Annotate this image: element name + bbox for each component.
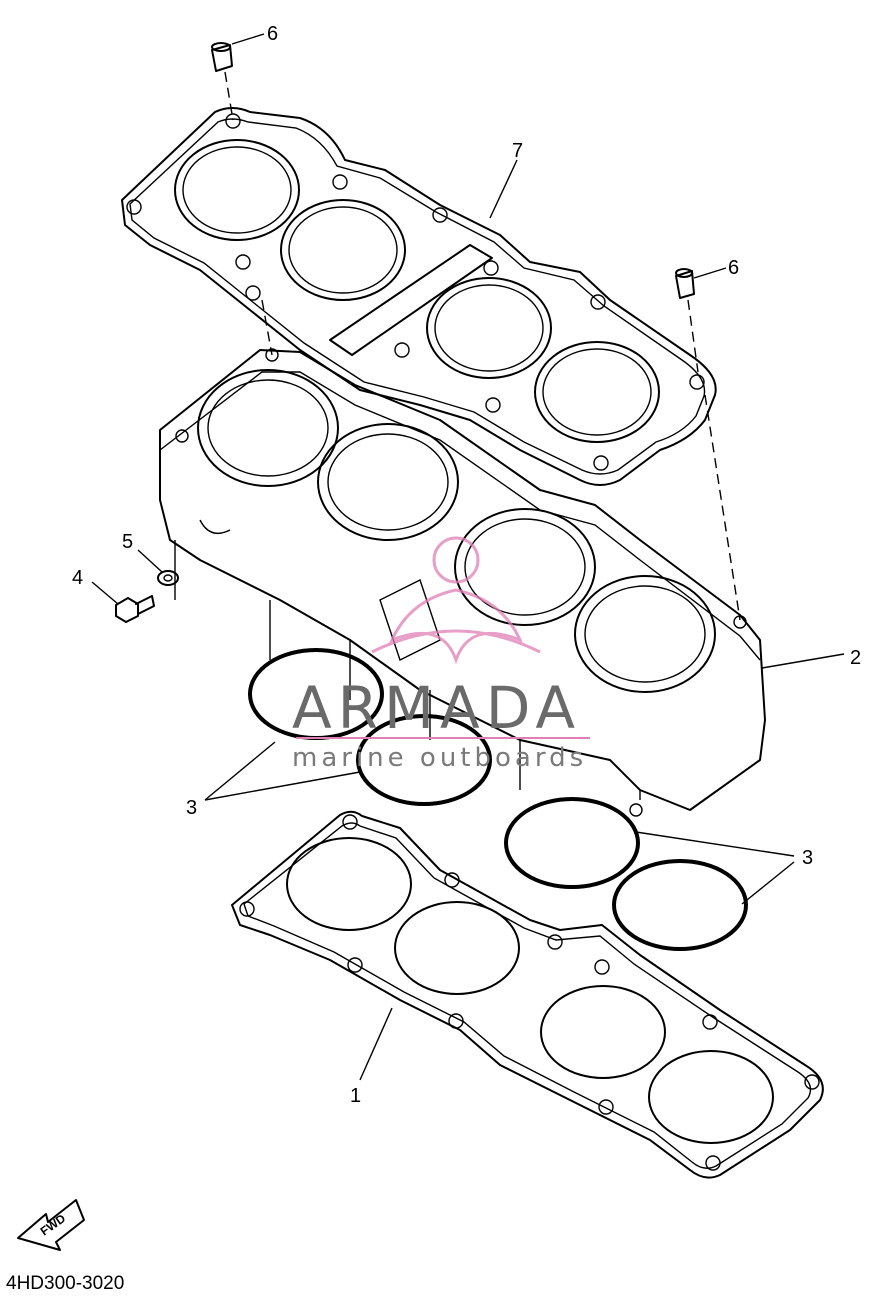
drawing-code: 4HD300-3020	[6, 1273, 124, 1294]
leader-3a-1	[204, 741, 276, 801]
leader-3b-2	[741, 861, 795, 905]
watermark: ARMADA marine outboards	[292, 536, 590, 773]
leader-4	[91, 581, 119, 605]
leader-5	[137, 549, 163, 573]
leader-6a	[231, 33, 265, 45]
dowel-alignment-line-left	[224, 71, 273, 356]
cylinder-gasket-part-1	[231, 810, 824, 1179]
callout-6-left: 6	[267, 23, 278, 45]
cylinder-head-gasket-part-7	[121, 107, 717, 486]
leader-2	[761, 653, 845, 669]
watermark-logo-icon	[371, 536, 541, 665]
cylinder-block-part-2	[159, 348, 766, 817]
watermark-tagline: marine outboards	[292, 743, 587, 773]
leader-3a-2	[204, 771, 361, 801]
bolt-part-4	[115, 595, 155, 623]
callout-5: 5	[122, 531, 133, 553]
callout-1: 1	[350, 1085, 361, 1107]
washer-part-5	[157, 570, 179, 586]
callout-2: 2	[850, 647, 861, 669]
callout-3-right: 3	[802, 847, 813, 869]
dowel-pin-part-6-left	[211, 42, 233, 72]
dowel-alignment-line-right	[687, 299, 741, 621]
callout-7: 7	[512, 140, 523, 162]
leader-6b	[693, 267, 727, 279]
o-rings-part-3	[248, 648, 748, 951]
callout-4: 4	[72, 567, 83, 589]
dowel-pin-part-6-right	[675, 268, 695, 299]
leader-7	[489, 159, 518, 219]
callout-3-left: 3	[186, 797, 197, 819]
fwd-arrow-icon: FWD	[17, 1199, 85, 1251]
fwd-label: FWD	[38, 1211, 69, 1238]
leader-3b-1	[635, 831, 795, 857]
watermark-brand: ARMADA	[292, 674, 581, 742]
callout-6-right: 6	[728, 257, 739, 279]
leader-1	[359, 1007, 393, 1081]
leader-lines	[91, 33, 845, 1081]
